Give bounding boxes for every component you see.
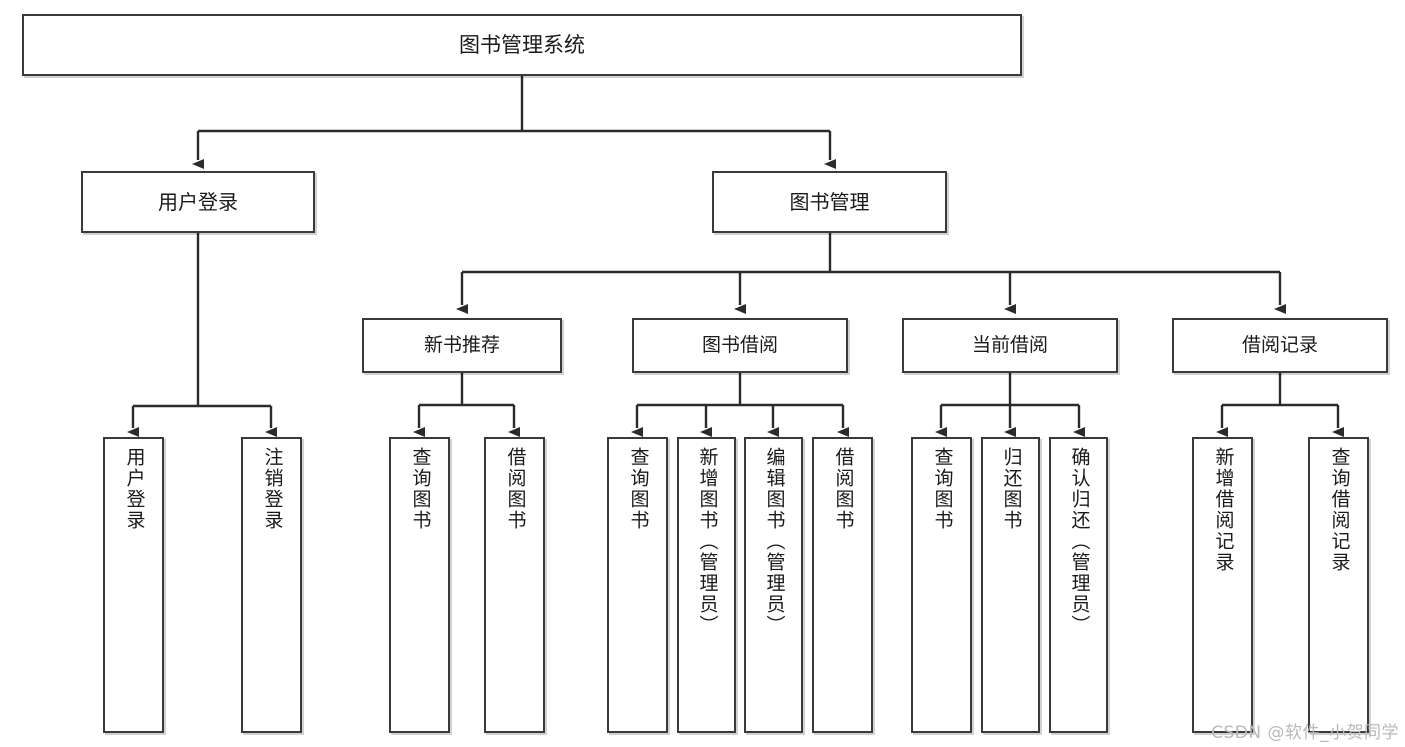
leaf-confirm-return-label: 确认归还（管理员） xyxy=(1068,447,1091,636)
leaf-edit-book[interactable]: 编辑图书（管理员） xyxy=(744,437,803,733)
node-new-book-recommend[interactable]: 新书推荐 xyxy=(362,318,562,373)
leaf-borrow-book-2-label: 借阅图书 xyxy=(832,447,855,531)
leaf-user-logout[interactable]: 注销登录 xyxy=(241,437,302,733)
node-book-borrow-label: 图书借阅 xyxy=(701,333,778,356)
leaf-add-book-label: 新增图书（管理员） xyxy=(696,447,719,636)
leaf-query-book-3[interactable]: 查询图书 xyxy=(911,437,972,733)
node-book-borrow[interactable]: 图书借阅 xyxy=(632,318,848,373)
leaf-query-record-label: 查询借阅记录 xyxy=(1328,447,1351,573)
node-user-login-label: 用户登录 xyxy=(158,189,238,214)
leaf-query-book-2-label: 查询图书 xyxy=(627,447,650,531)
leaf-add-record[interactable]: 新增借阅记录 xyxy=(1192,437,1253,733)
leaf-edit-book-label: 编辑图书（管理员） xyxy=(763,447,786,636)
leaf-query-record[interactable]: 查询借阅记录 xyxy=(1308,437,1369,733)
leaf-query-book-3-label: 查询图书 xyxy=(931,447,954,531)
node-borrow-record-label: 借阅记录 xyxy=(1241,333,1318,356)
node-root-label: 图书管理系统 xyxy=(459,32,585,57)
leaf-query-book-1[interactable]: 查询图书 xyxy=(389,437,450,733)
node-book-manage[interactable]: 图书管理 xyxy=(712,171,947,233)
leaf-add-book[interactable]: 新增图书（管理员） xyxy=(677,437,736,733)
leaf-borrow-book-2[interactable]: 借阅图书 xyxy=(812,437,873,733)
node-new-book-recommend-label: 新书推荐 xyxy=(423,333,500,356)
leaf-return-book[interactable]: 归还图书 xyxy=(981,437,1040,733)
node-current-borrow[interactable]: 当前借阅 xyxy=(902,318,1118,373)
leaf-add-record-label: 新增借阅记录 xyxy=(1212,447,1235,573)
leaf-query-book-2[interactable]: 查询图书 xyxy=(607,437,668,733)
node-root[interactable]: 图书管理系统 xyxy=(22,14,1022,76)
node-book-manage-label: 图书管理 xyxy=(789,189,870,214)
leaf-borrow-book-1-label: 借阅图书 xyxy=(504,447,527,531)
watermark: CSDN @软件_小贺同学 xyxy=(1211,723,1399,743)
node-user-login[interactable]: 用户登录 xyxy=(81,171,315,233)
leaf-borrow-book-1[interactable]: 借阅图书 xyxy=(484,437,545,733)
leaf-query-book-1-label: 查询图书 xyxy=(409,447,432,531)
leaf-confirm-return[interactable]: 确认归还（管理员） xyxy=(1049,437,1108,733)
leaf-user-login-label: 用户登录 xyxy=(123,447,146,531)
leaf-user-logout-label: 注销登录 xyxy=(261,447,284,531)
node-borrow-record[interactable]: 借阅记录 xyxy=(1172,318,1388,373)
leaf-user-login[interactable]: 用户登录 xyxy=(103,437,164,733)
leaf-return-book-label: 归还图书 xyxy=(1000,447,1023,531)
node-current-borrow-label: 当前借阅 xyxy=(971,333,1048,356)
